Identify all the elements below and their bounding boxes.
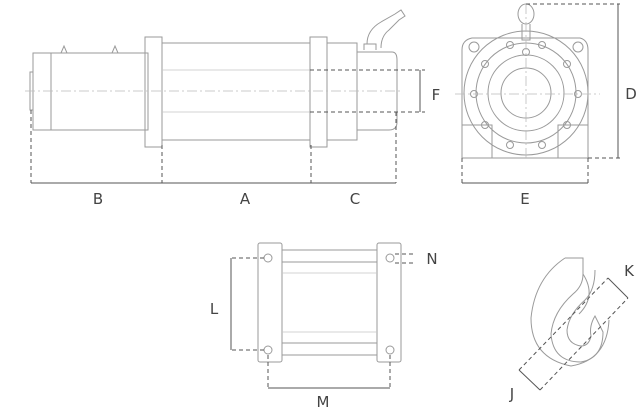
- label-m: M: [317, 393, 330, 411]
- label-e: E: [520, 190, 529, 208]
- label-a: A: [240, 190, 251, 208]
- end-cap: [357, 51, 398, 131]
- label-c: C: [350, 190, 360, 208]
- label-l: L: [210, 300, 219, 318]
- label-j: J: [509, 385, 514, 403]
- motor: [32, 52, 149, 131]
- bolts: [468, 41, 584, 149]
- drum: [161, 42, 311, 141]
- flange-right: [309, 36, 328, 148]
- label-d: D: [625, 85, 637, 103]
- label-b: B: [93, 190, 103, 208]
- label-f: F: [432, 86, 441, 104]
- label-k: K: [624, 262, 635, 280]
- label-n: N: [426, 250, 437, 268]
- front-view: D E: [455, 3, 637, 208]
- side-view: B A C F: [25, 9, 441, 208]
- mounting-view: L M N: [210, 242, 438, 411]
- clutch-handle: [363, 9, 406, 50]
- gearbox: [326, 42, 358, 141]
- drum-hub: [500, 67, 552, 119]
- hook: K J: [509, 257, 635, 403]
